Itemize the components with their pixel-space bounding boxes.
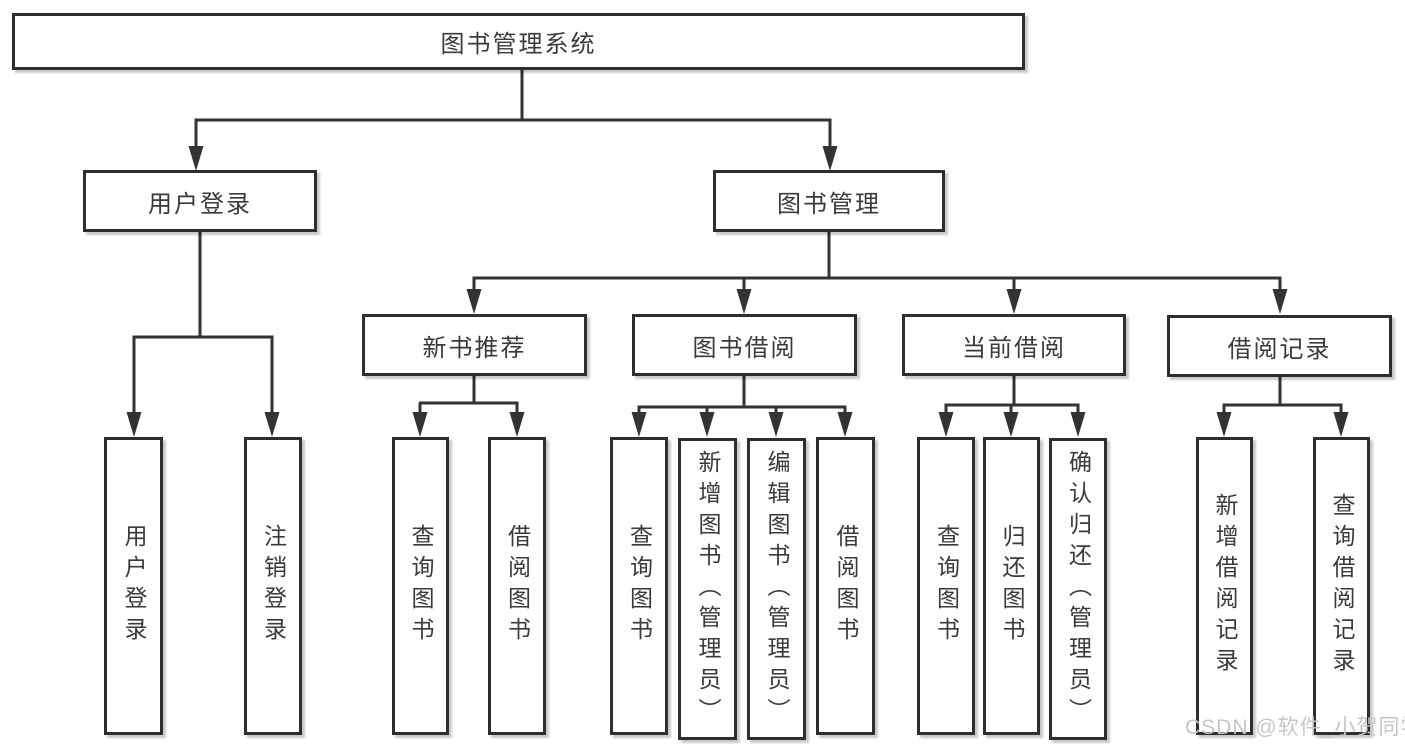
leaf-borrow-books-recommend: 借阅图书 <box>488 437 546 735</box>
leaf-add-book-admin-label: 新增图书（管理员） <box>695 449 721 729</box>
arrowheads-level2 <box>188 146 838 171</box>
leaf-edit-book-admin: 编辑图书（管理员） <box>747 438 806 740</box>
leaf-return-book: 归还图书 <box>983 437 1040 735</box>
leaf-query-borrow-record: 查询借阅记录 <box>1313 437 1370 735</box>
connector-book-management <box>472 232 1282 291</box>
leaf-query-books-recommend-label: 查询图书 <box>408 524 434 648</box>
connector-new-book-recommend <box>418 376 519 414</box>
node-root: 图书管理系统 <box>12 13 1025 70</box>
leaf-edit-book-admin-label: 编辑图书（管理员） <box>764 449 790 729</box>
connector-user-login <box>132 232 274 414</box>
node-new-book-recommend: 新书推荐 <box>362 314 587 376</box>
leaf-return-book-label: 归还图书 <box>999 524 1025 648</box>
leaf-query-books-current-label: 查询图书 <box>933 524 960 648</box>
node-book-management: 图书管理 <box>713 170 945 232</box>
leaf-add-book-admin: 新增图书（管理员） <box>678 438 737 740</box>
leaf-logout-label: 注销登录 <box>260 524 287 648</box>
leaf-query-books-borrow: 查询图书 <box>610 437 668 735</box>
node-book-borrow: 图书借阅 <box>632 314 857 376</box>
node-current-borrow: 当前借阅 <box>902 314 1126 376</box>
leaf-query-books-recommend: 查询图书 <box>392 437 449 735</box>
leaf-confirm-return-admin: 确认归还（管理员） <box>1049 438 1107 740</box>
leaf-borrow-books-2: 借阅图书 <box>816 437 875 735</box>
node-current-borrow-label: 当前借阅 <box>962 334 1066 362</box>
leaf-add-borrow-record: 新增借阅记录 <box>1196 437 1253 735</box>
leaf-user-login-label: 用户登录 <box>121 524 147 648</box>
node-new-book-recommend-label: 新书推荐 <box>422 334 527 362</box>
csdn-watermark: CSDN @软件_小贺同学 <box>1185 716 1405 739</box>
leaf-query-borrow-record-label: 查询借阅记录 <box>1329 493 1355 679</box>
arrowheads-level3 <box>466 289 1288 314</box>
leaf-confirm-return-admin-label: 确认归还（管理员） <box>1065 449 1092 729</box>
connector-root <box>194 70 832 148</box>
node-root-label: 图书管理系统 <box>440 31 597 58</box>
node-user-login: 用户登录 <box>83 170 317 232</box>
leaf-borrow-books-2-label: 借阅图书 <box>833 524 859 648</box>
arrowheads-level4 <box>126 412 1349 437</box>
node-user-login-label: 用户登录 <box>148 190 252 218</box>
leaf-query-books-borrow-label: 查询图书 <box>626 524 653 648</box>
connector-book-borrow <box>637 376 847 414</box>
leaf-borrow-books-recommend-label: 借阅图书 <box>504 524 531 648</box>
node-book-management-label: 图书管理 <box>777 190 881 218</box>
leaf-add-borrow-record-label: 新增借阅记录 <box>1212 493 1238 679</box>
node-borrow-records: 借阅记录 <box>1167 315 1392 377</box>
connector-borrow-records <box>1222 377 1343 414</box>
leaf-user-login: 用户登录 <box>104 437 163 735</box>
leaf-query-books-current: 查询图书 <box>917 437 975 735</box>
node-borrow-records-label: 借阅记录 <box>1227 335 1332 363</box>
leaf-logout: 注销登录 <box>244 437 302 735</box>
connector-current-borrow <box>944 376 1080 414</box>
node-book-borrow-label: 图书借阅 <box>692 334 797 362</box>
